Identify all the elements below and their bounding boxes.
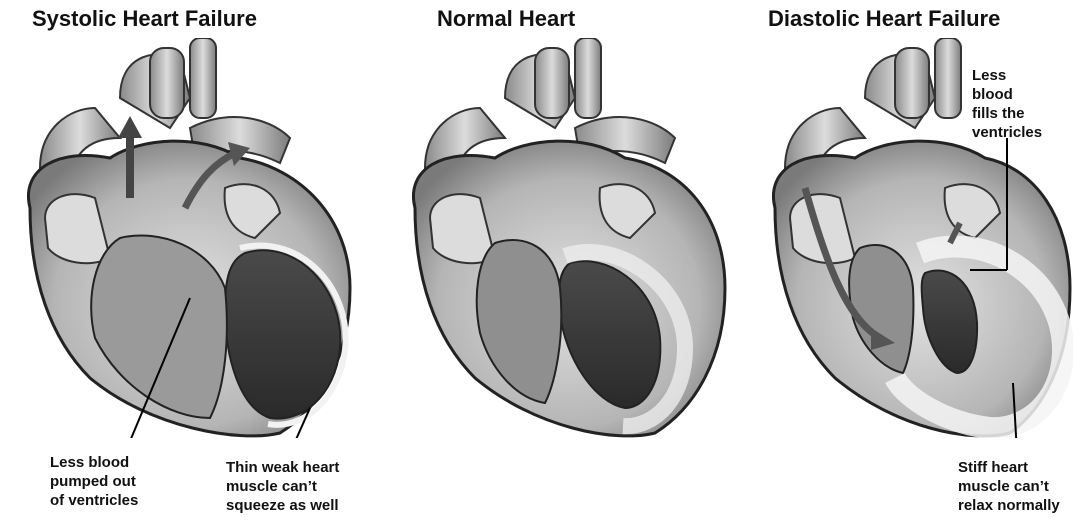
label-line: muscle can’t [958,477,1060,496]
label-line: squeeze as well [226,496,339,515]
label-less-blood-pumped: Less blood pumped out of ventricles [50,453,138,510]
label-line: muscle can’t [226,477,339,496]
label-stiff-muscle: Stiff heart muscle can’t relax normally [958,458,1060,515]
label-line: fills the [972,104,1042,123]
label-line: Thin weak heart [226,458,339,477]
label-line: blood [972,85,1042,104]
label-line: Stiff heart [958,458,1060,477]
systolic-heart-illustration [0,38,360,438]
label-line: of ventricles [50,491,138,510]
label-line: pumped out [50,472,138,491]
normal-heart-illustration [385,38,745,438]
title-diastolic: Diastolic Heart Failure [768,6,1000,32]
label-line: ventricles [972,123,1042,142]
label-less-blood-fills: Less blood fills the ventricles [972,66,1042,142]
title-systolic: Systolic Heart Failure [32,6,257,32]
label-line: relax normally [958,496,1060,515]
label-line: Less [972,66,1042,85]
label-line: Less blood [50,453,138,472]
title-normal: Normal Heart [437,6,575,32]
label-thin-weak-muscle: Thin weak heart muscle can’t squeeze as … [226,458,339,515]
